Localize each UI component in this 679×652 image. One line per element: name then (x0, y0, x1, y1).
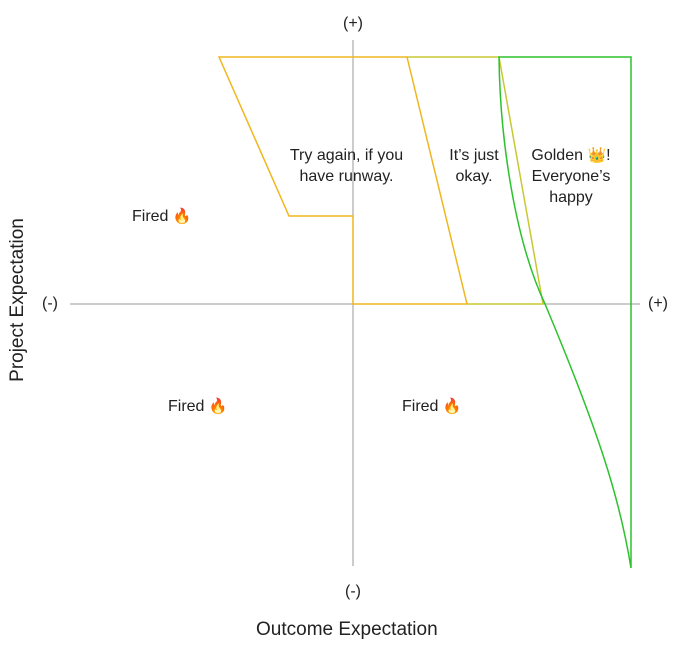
y-axis-negative-label: (-) (345, 583, 361, 600)
x-axis-title: Outcome Expectation (256, 619, 438, 640)
golden-line-2: Everyone’s (531, 168, 611, 185)
fire-icon: 🔥 (442, 397, 462, 415)
fired-lower-left-text: Fired (168, 398, 205, 415)
crown-icon: 👑 (587, 146, 607, 164)
golden-line-3: happy (549, 189, 593, 206)
golden-label: Golden 👑! Everyone’s happy (518, 145, 624, 208)
fired-lower-left-label: Fired 🔥 (168, 396, 228, 417)
fired-upper-left-label: Fired 🔥 (132, 206, 192, 227)
try-again-line-2: have runway. (299, 168, 394, 185)
x-axis-negative-label: (-) (42, 295, 58, 312)
try-again-line-1: Try again, if you (289, 147, 404, 164)
okay-label: It’s just okay. (436, 145, 512, 187)
y-axis-positive-label: (+) (343, 15, 363, 32)
fire-icon: 🔥 (172, 207, 192, 225)
fired-lower-right-text: Fired (402, 398, 439, 415)
fired-lower-right-label: Fired 🔥 (402, 396, 462, 417)
golden-text: Golden (531, 147, 583, 164)
fired-upper-left-text: Fired (132, 208, 169, 225)
golden-line-1: Golden 👑! (518, 145, 624, 166)
golden-zone-outline (498, 56, 632, 569)
okay-line-1: It’s just (449, 147, 499, 164)
try-again-label: Try again, if you have runway. (276, 145, 417, 187)
x-axis-positive-label: (+) (648, 295, 668, 312)
okay-zone-outline (407, 56, 544, 305)
okay-line-2: okay. (455, 168, 493, 185)
golden-exclamation: ! (606, 147, 611, 164)
y-axis-title: Project Expectation (7, 218, 28, 382)
fire-icon: 🔥 (208, 397, 228, 415)
